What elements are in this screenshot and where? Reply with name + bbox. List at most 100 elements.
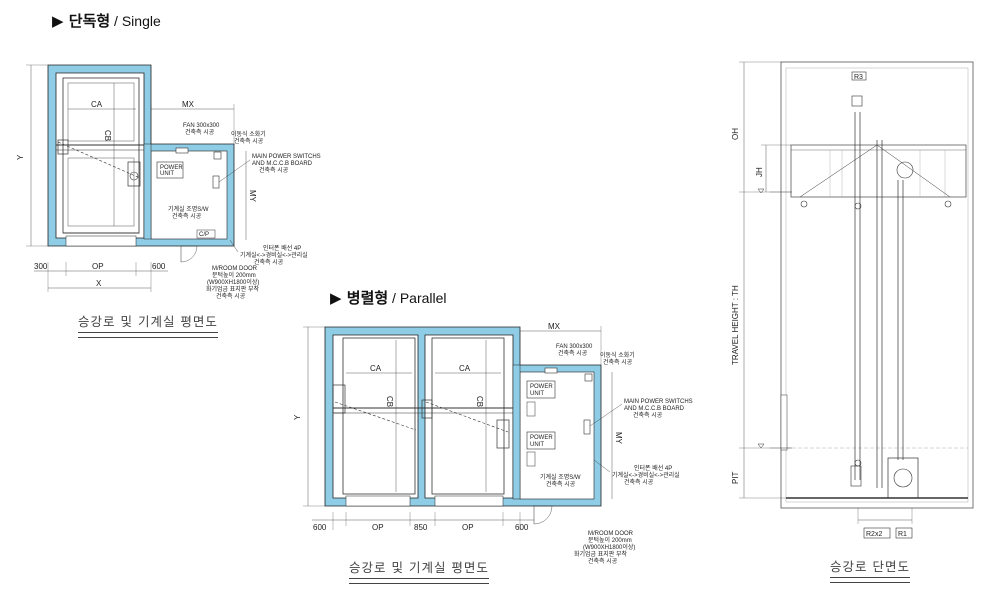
single-my-label: MY	[248, 190, 257, 203]
parallel-power-unit-1-label-2: UNIT	[530, 391, 544, 397]
parallel-door-label-3: (W900XH1800이상)	[583, 543, 635, 551]
parallel-door-label: M/ROOM DOOR	[588, 531, 634, 537]
parallel-heading: ▶ 병렬형 / Parallel	[330, 287, 447, 308]
parallel-hoist-note: 건축측 시공	[603, 358, 633, 366]
single-cb-label: CB	[103, 130, 112, 141]
parallel-extinguisher	[584, 373, 593, 382]
parallel-caption-text: 승강로 및 기계실 평면도	[349, 560, 489, 575]
parallel-op-label-2: OP	[462, 523, 474, 532]
single-wire-label: 인터폰 배선 4P	[263, 244, 301, 252]
parallel-sw-label: 기계실 조명S/W	[540, 473, 581, 481]
parallel-main-note: 건축측 시공	[633, 411, 663, 419]
parallel-heading-ko: 병렬형	[346, 289, 389, 307]
parallel-power-unit-2-label-1: POWER	[530, 435, 553, 441]
parallel-power-unit-1-label-1: POWER	[530, 384, 553, 390]
single-mx-label: MX	[182, 100, 195, 109]
single-heading-en: / Single	[110, 13, 161, 29]
parallel-main-label: MAIN POWER SWITCHS	[624, 399, 693, 405]
section-car	[790, 144, 967, 198]
single-main-label-2: AND M.C.C.B BOARD	[252, 161, 313, 167]
parallel-dim-850: 850	[414, 523, 428, 532]
section-caption: 승강로 단면도	[830, 556, 910, 583]
parallel-wire-label: 인터폰 배선 4P	[634, 464, 672, 472]
single-dim-600: 600	[152, 262, 166, 271]
single-mccb	[212, 175, 220, 189]
single-door-label-2: 문턱높이 200mm	[212, 271, 256, 279]
section-th-label: TRAVEL HEIGHT : TH	[731, 285, 740, 365]
parallel-caption: 승강로 및 기계실 평면도	[349, 557, 489, 584]
single-door-label: M/ROOM DOOR	[212, 266, 258, 272]
single-ca-label: CA	[91, 100, 103, 109]
single-cp-label: C/P	[199, 232, 209, 238]
parallel-mccb	[583, 419, 591, 435]
parallel-sw-note: 건축측 시공	[546, 480, 576, 488]
parallel-plan: CA CA CB CB Y MX MY 600 OP 850 OP 600 FA…	[293, 322, 693, 565]
single-plan: CA CB MX MY Y 300 OP 600 X FAN 300x300 건…	[16, 64, 321, 300]
parallel-ca-label-1: CA	[370, 364, 382, 373]
single-caption-text: 승강로 및 기계실 평면도	[78, 314, 218, 329]
parallel-hoist-label: 이동식 소화기	[600, 351, 635, 359]
single-fan	[175, 147, 189, 154]
parallel-power-unit-2	[526, 431, 556, 450]
parallel-car-1	[342, 337, 416, 495]
parallel-fan-label: FAN 300x300	[556, 344, 593, 350]
parallel-power-unit-2-label-2: UNIT	[530, 442, 544, 448]
single-sw-label: 기계실 조명S/W	[168, 205, 209, 213]
section-r2x2-label: R2x2	[866, 531, 882, 538]
parallel-dim-600-left: 600	[313, 523, 327, 532]
parallel-car-2	[431, 337, 505, 495]
single-fan-label: FAN 300x300	[183, 123, 220, 129]
parallel-heading-en: / Parallel	[388, 290, 447, 306]
single-extinguisher	[213, 151, 222, 160]
single-op-label: OP	[92, 262, 104, 271]
parallel-wire-label-2: 기계실<->경비실<->관리실	[612, 471, 680, 479]
parallel-op-label-1: OP	[372, 523, 384, 532]
section-r3-label: R3	[854, 74, 863, 81]
single-wire-label-2: 기계실<->경비실<->관리실	[240, 251, 308, 259]
section-r1-label: R1	[898, 531, 907, 538]
section-pit-label: PIT	[731, 471, 740, 484]
play-icon: ▶	[52, 12, 69, 30]
parallel-wire-note: 건축측 시공	[624, 478, 654, 486]
single-sw-note: 건축측 시공	[172, 212, 202, 220]
single-main-label: MAIN POWER SWITCHS	[252, 154, 321, 160]
parallel-main-label-2: AND M.C.C.B BOARD	[624, 406, 685, 412]
section-jh-label: JH	[755, 167, 764, 177]
parallel-power-unit-1	[526, 380, 556, 399]
single-door-label-4: 화기엄금 표지판 부착	[206, 285, 259, 293]
section-outline	[780, 61, 974, 509]
parallel-fan-note: 건축측 시공	[558, 349, 588, 357]
single-caption: 승강로 및 기계실 평면도	[78, 311, 218, 338]
parallel-dim-600-right: 600	[515, 523, 529, 532]
single-power-unit	[156, 161, 184, 179]
parallel-door-note: 건축측 시공	[588, 557, 618, 565]
single-hoist-note: 건축측 시공	[234, 137, 264, 145]
single-x-label: X	[96, 279, 102, 288]
single-y-label: Y	[16, 154, 25, 160]
single-heading-ko: 단독형	[68, 12, 111, 30]
parallel-mx-label: MX	[548, 322, 561, 331]
single-hoist-label: 이동식 소화기	[231, 130, 266, 138]
parallel-ca-label-2: CA	[459, 364, 471, 373]
section-power-unit	[887, 457, 919, 499]
single-power-unit-label-2: UNIT	[160, 171, 174, 177]
parallel-door-label-4: 화기엄금 표지판 부착	[574, 550, 627, 558]
single-door-label-3: (W900XH1800이상)	[207, 278, 259, 286]
parallel-my-label: MY	[614, 432, 623, 445]
single-fan-note: 건축측 시공	[185, 128, 215, 136]
single-dim-300: 300	[34, 262, 48, 271]
single-cp	[196, 229, 216, 239]
parallel-cb-label-2: CB	[475, 396, 484, 407]
parallel-door-label-2: 문턱높이 200mm	[588, 536, 632, 544]
single-main-note: 건축측 시공	[259, 166, 289, 174]
single-power-unit-label-1: POWER	[160, 165, 183, 171]
parallel-y-label: Y	[293, 414, 302, 420]
section-oh-label: OH	[731, 128, 740, 140]
play-icon: ▶	[330, 289, 347, 307]
single-heading: ▶ 단독형 / Single	[52, 10, 161, 31]
parallel-cb-label-1: CB	[385, 396, 394, 407]
parallel-fan	[544, 367, 558, 374]
single-wire-note: 건축측 시공	[254, 258, 284, 266]
section-caption-text: 승강로 단면도	[830, 559, 910, 574]
